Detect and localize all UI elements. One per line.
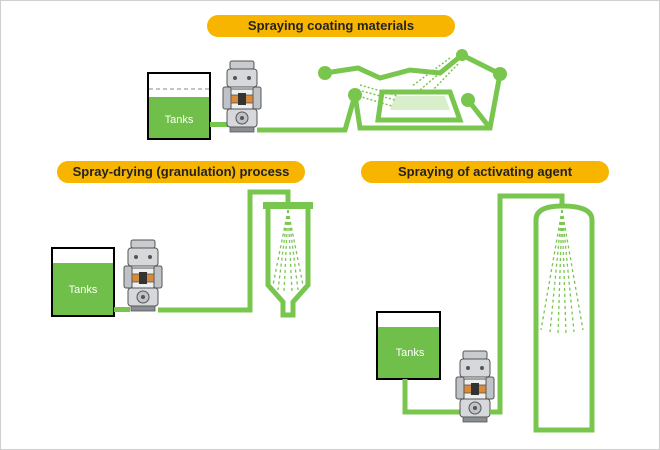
coating-section: Tanks [147, 49, 507, 140]
activating-section: Tanks [376, 193, 595, 433]
spray-nozzle-icon [354, 57, 459, 107]
drying-tank-label: Tanks [69, 284, 98, 296]
spray-nozzle-icon [272, 209, 304, 293]
roller-icon [318, 66, 332, 80]
tower-icon [533, 203, 595, 433]
spray-dryer-icon [265, 202, 311, 318]
activating-pipe-out [490, 193, 565, 415]
coating-title: Spraying coating materials [207, 15, 455, 37]
activating-title: Spraying of activating agent [361, 161, 609, 183]
activating-pump-icon [455, 350, 495, 423]
roller-icon [456, 49, 468, 61]
roller-icon [461, 93, 475, 107]
drying-pipe [158, 189, 291, 313]
coating-tank-liquid [149, 97, 209, 138]
coating-belt-bottom [352, 73, 503, 131]
roller-icon [493, 67, 507, 81]
coating-pipe-out [257, 94, 358, 133]
activating-tank-label: Tanks [396, 347, 425, 359]
coating-belt-top [324, 52, 502, 81]
activating-pipe-in [402, 379, 460, 415]
drying-tank-liquid [53, 263, 113, 315]
spray-drying-section: Tanks [51, 189, 313, 318]
activating-tank-liquid [378, 327, 439, 378]
spray-nozzle-icon [540, 209, 584, 335]
drying-pump-icon [123, 239, 163, 312]
coating-pipe-in [210, 122, 230, 127]
coating-pump-icon [222, 60, 262, 133]
coating-tank-label: Tanks [165, 114, 194, 126]
spray-drying-title: Spray-drying (granulation) process [57, 161, 305, 183]
